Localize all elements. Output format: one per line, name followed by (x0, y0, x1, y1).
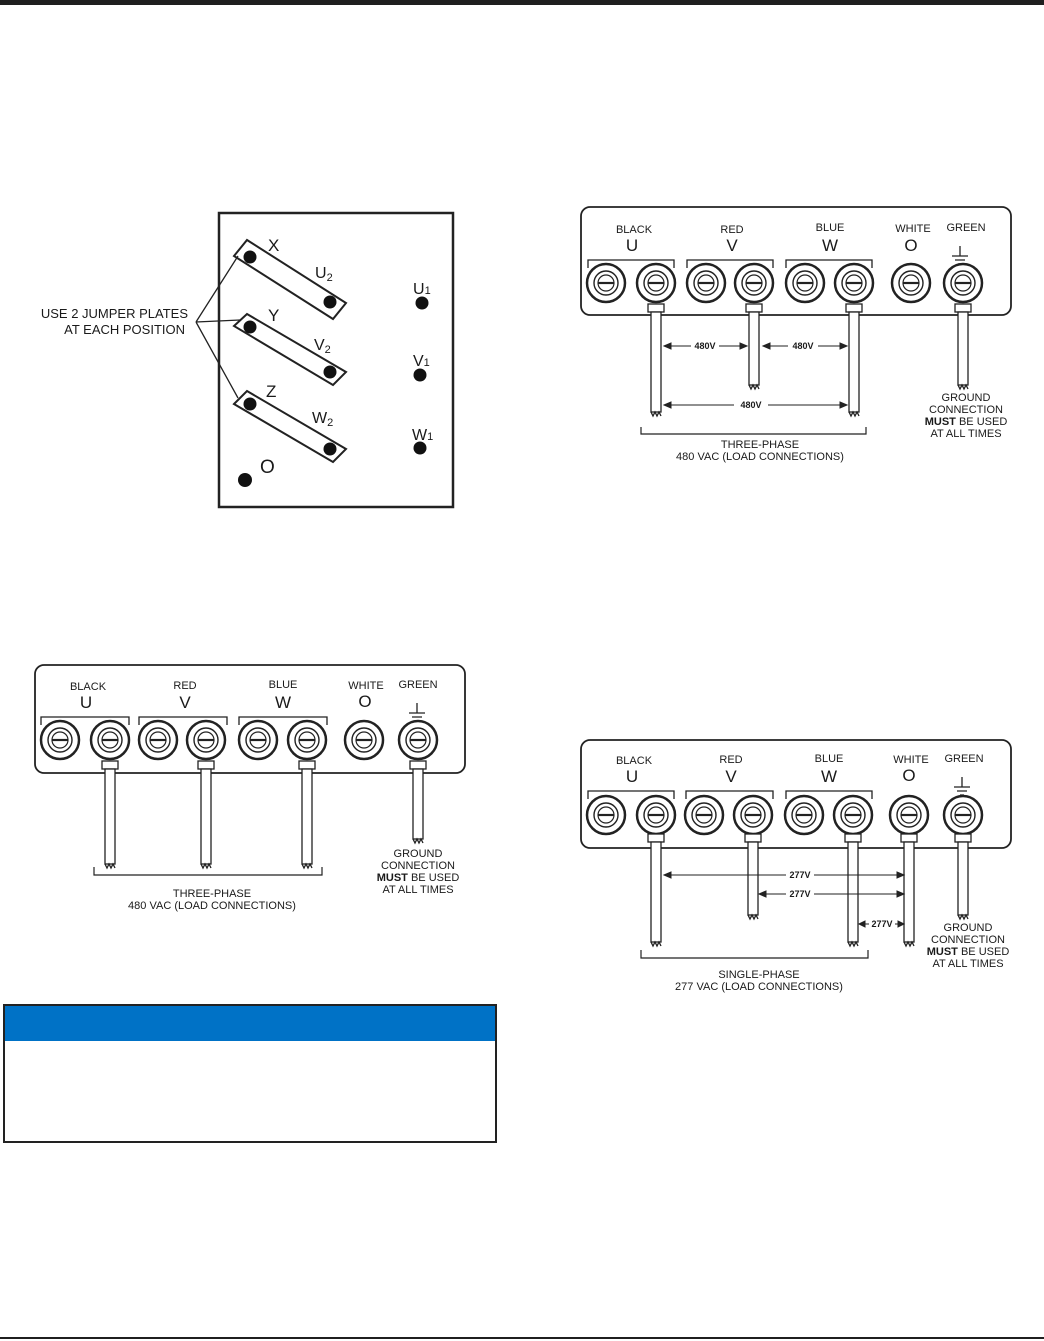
bottom-rule (0, 1337, 1044, 1339)
color-red: RED (720, 224, 743, 236)
letter-o: O (904, 236, 917, 255)
color-blue: BLUE (815, 753, 844, 765)
caption-line-2: 480 VAC (LOAD CONNECTIONS) (128, 900, 296, 912)
color-blue: BLUE (269, 679, 298, 691)
notice-header-bar (5, 1006, 495, 1041)
terminal-board-outline (217, 211, 455, 509)
plate-label-y: Y (268, 306, 279, 325)
letter-v: V (179, 693, 191, 712)
terminal-label-v1: V1 (413, 353, 430, 370)
ground-note-line-4: AT ALL TIMES (932, 958, 1003, 970)
color-black: BLACK (616, 755, 653, 767)
callout-line-2: AT EACH POSITION (64, 322, 185, 337)
ground-note-line-2: CONNECTION (381, 860, 455, 872)
color-white: WHITE (893, 754, 928, 766)
terminal-o-dot (238, 473, 252, 487)
wires (647, 833, 972, 948)
voltage-label: 480V (740, 400, 761, 410)
letter-w: W (822, 236, 838, 255)
letter-v: V (726, 236, 738, 255)
ground-note-line-1: GROUND (394, 848, 443, 860)
jumper-plate-y-v2 (232, 312, 348, 387)
terminal-screws (585, 794, 984, 836)
jumper-plate-x-u2 (232, 238, 348, 321)
color-blue: BLUE (816, 222, 845, 234)
terminal-screws (39, 719, 439, 761)
board-three-phase-top-right: BLACK RED BLUE WHITE GREEN U V W O (580, 206, 1012, 463)
plate-label-x: X (268, 236, 279, 255)
letter-w: W (821, 767, 837, 786)
color-red: RED (173, 680, 196, 692)
color-green: GREEN (944, 753, 983, 765)
plate-label-z: Z (266, 382, 276, 401)
ground-symbol (954, 777, 970, 796)
ground-note-line-2: CONNECTION (929, 404, 1003, 416)
caption-line-2: 277 VAC (LOAD CONNECTIONS) (675, 981, 843, 993)
voltage-label: 277V (871, 919, 892, 929)
ground-note-line-3: MUST BE USED (377, 872, 460, 884)
wires (101, 760, 427, 870)
voltage-label: 277V (789, 889, 810, 899)
ground-note-line-3: MUST BE USED (925, 416, 1008, 428)
board-three-phase-left: BLACK RED BLUE WHITE GREEN U V W O GROUN… (34, 664, 466, 912)
ground-symbol (952, 246, 968, 265)
plate-label-u2: U2 (315, 265, 333, 284)
ground-note-line-1: GROUND (942, 392, 991, 404)
callout-line-1: USE 2 JUMPER PLATES (41, 306, 188, 321)
top-rule (0, 0, 1044, 5)
plate-label-w2: W2 (312, 410, 333, 429)
color-white: WHITE (348, 680, 383, 692)
caption-line-1: THREE-PHASE (173, 888, 251, 900)
ground-note-line-2: CONNECTION (931, 934, 1005, 946)
terminal-y-dot (243, 320, 257, 334)
caption-line-1: THREE-PHASE (721, 439, 799, 451)
board-single-phase: BLACK RED BLUE WHITE GREEN U V W O (580, 739, 1012, 993)
plate-label-v2: V2 (314, 337, 331, 356)
callout-leader-lines (195, 255, 241, 399)
terminal-z-dot (243, 397, 257, 411)
letter-o: O (902, 766, 915, 785)
ground-note-line-1: GROUND (944, 922, 993, 934)
terminal-label-u1: U1 (413, 281, 431, 298)
color-white: WHITE (895, 223, 930, 235)
color-black: BLACK (70, 681, 107, 693)
letter-u: U (626, 767, 638, 786)
voltage-label: 480V (792, 341, 813, 351)
terminal-v1-dot (413, 368, 427, 382)
terminal-v2-dot (323, 365, 337, 379)
terminal-screws (585, 262, 984, 304)
color-black: BLACK (616, 224, 653, 236)
jumper-plate-diagram: USE 2 JUMPER PLATES AT EACH POSITION X U… (41, 211, 455, 509)
letter-o: O (358, 692, 371, 711)
letter-u: U (626, 236, 638, 255)
terminal-w2-dot (323, 442, 337, 456)
ground-note-line-4: AT ALL TIMES (930, 428, 1001, 440)
ground-note-line-4: AT ALL TIMES (382, 884, 453, 896)
caption-line-1: SINGLE-PHASE (718, 969, 799, 981)
voltage-label: 480V (694, 341, 715, 351)
letter-u: U (80, 693, 92, 712)
wires (647, 303, 972, 418)
terminal-u2-dot (323, 295, 337, 309)
terminal-x-dot (243, 250, 257, 264)
jumper-plate-z-w2 (232, 389, 348, 464)
notice-box (3, 1004, 497, 1143)
voltage-label: 277V (789, 870, 810, 880)
letter-w: W (275, 693, 291, 712)
letter-v: V (725, 767, 737, 786)
neutral-label-o: O (260, 457, 275, 478)
ground-symbol (409, 703, 425, 722)
color-green: GREEN (946, 222, 985, 234)
color-red: RED (719, 754, 742, 766)
ground-note-line-3: MUST BE USED (927, 946, 1010, 958)
terminal-u1-dot (415, 296, 429, 310)
color-green: GREEN (398, 679, 437, 691)
terminal-label-w1: W1 (412, 427, 433, 444)
terminal-w1-dot (413, 441, 427, 455)
caption-line-2: 480 VAC (LOAD CONNECTIONS) (676, 451, 844, 463)
